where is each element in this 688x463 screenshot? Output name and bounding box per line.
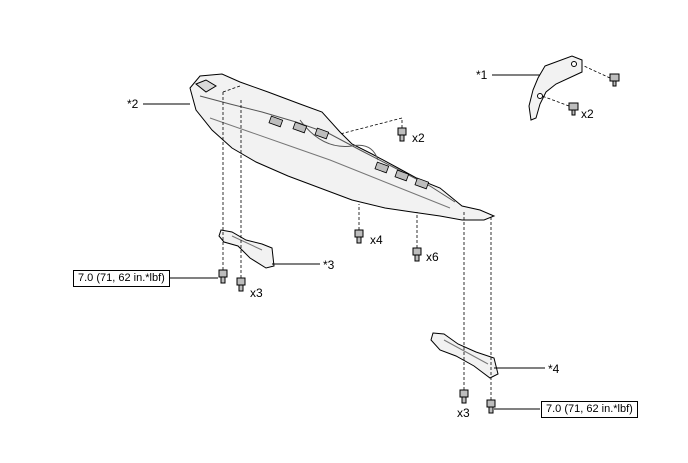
quantity-right-clips: x3 [457,406,470,420]
cover-vent-slots [268,115,430,190]
engine-under-cover [189,73,496,221]
alignment-lines [222,65,611,400]
bolt-icon [486,399,496,414]
bolt-icon [218,269,228,284]
clip-icon [397,127,407,142]
callout-part-1: *1 [476,68,488,82]
torque-spec-right: 7.0 (71, 62 in.*lbf) [541,401,638,418]
clip-icon [354,229,364,244]
bolt-icon [609,73,620,87]
bolt-icon [568,102,579,116]
quantity-bracket-bolts: x2 [581,107,594,121]
right-side-cover [430,332,499,379]
callout-part-3: *3 [323,258,335,272]
quantity-right-screws: x6 [426,250,439,264]
torque-spec-left: 7.0 (71, 62 in.*lbf) [73,270,170,287]
quantity-center-bolts: x2 [412,131,425,145]
quantity-center-clips: x4 [370,233,383,247]
bracket-part [528,55,583,121]
leader-lines [143,74,545,410]
screw-icon [412,247,422,262]
clip-icon [236,277,246,292]
callout-part-2: *2 [127,97,139,111]
clip-icon [459,389,469,404]
callout-part-4: *4 [548,362,560,376]
left-side-cover [218,229,275,269]
quantity-left-clips: x3 [250,286,263,300]
